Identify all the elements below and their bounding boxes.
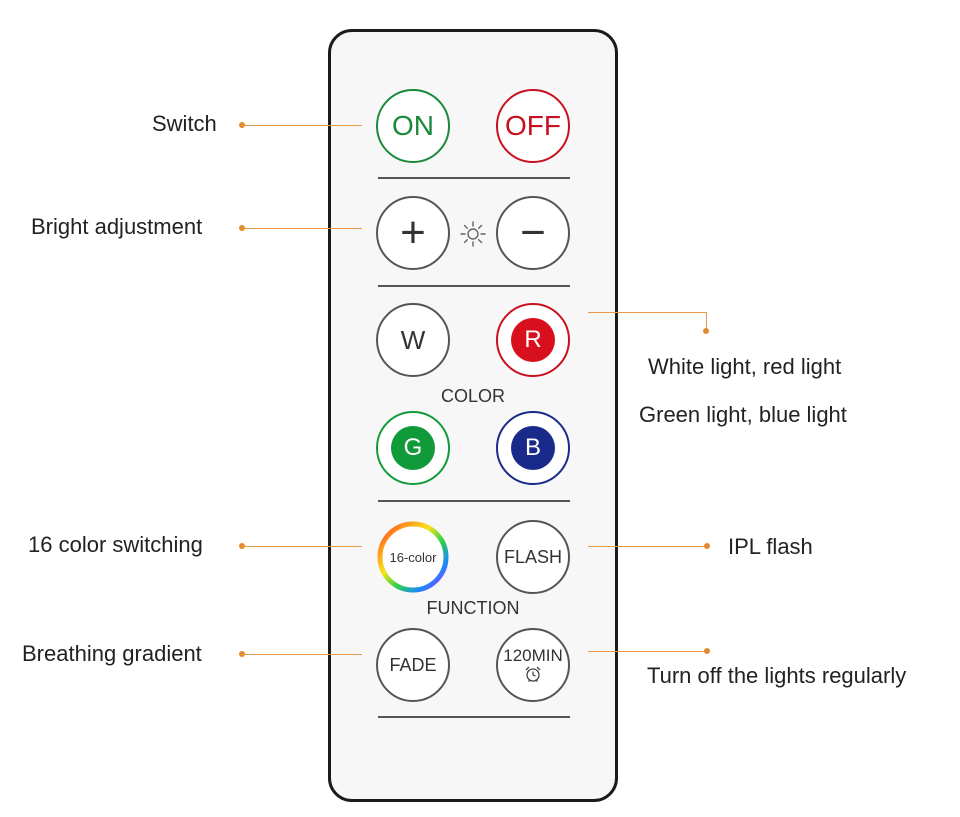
function-section-label: FUNCTION bbox=[426, 598, 520, 618]
blue-label: B bbox=[524, 434, 541, 461]
green-fill: G bbox=[391, 426, 435, 470]
on-button[interactable]: ON bbox=[376, 89, 450, 163]
callout-breathing-line bbox=[242, 654, 362, 655]
callout-sixteen-color-line bbox=[242, 546, 362, 547]
off-label: OFF bbox=[505, 110, 561, 141]
sun-icon bbox=[460, 221, 486, 247]
on-label: ON bbox=[392, 110, 434, 141]
fade-button[interactable]: FADE bbox=[376, 628, 450, 702]
red-label: R bbox=[524, 326, 542, 353]
blue-button[interactable]: B bbox=[496, 411, 570, 485]
rainbow-ring-icon bbox=[377, 521, 449, 593]
callout-switch-line bbox=[242, 125, 362, 126]
sixteen-color-label: 16-color bbox=[389, 549, 437, 565]
callout-timer-dot bbox=[704, 648, 710, 654]
divider-3 bbox=[378, 500, 570, 502]
callout-flash-dot bbox=[704, 543, 710, 549]
green-label: G bbox=[403, 434, 423, 461]
callout-color-vline bbox=[706, 312, 707, 330]
green-button[interactable]: G bbox=[376, 411, 450, 485]
callout-timer-line bbox=[588, 651, 706, 652]
sixteen-color-button[interactable]: 16-color bbox=[376, 520, 450, 594]
alarm-clock-icon bbox=[525, 666, 541, 683]
remote-control-body bbox=[328, 29, 618, 802]
callout-timer: Turn off the lights regularly bbox=[647, 663, 907, 688]
brightness-up-button[interactable]: + bbox=[376, 196, 450, 270]
callout-green-blue: Green light, blue light bbox=[639, 402, 847, 427]
callout-color-dot bbox=[703, 328, 709, 334]
off-button[interactable]: OFF bbox=[496, 89, 570, 163]
divider-1 bbox=[378, 177, 570, 179]
callout-bright-line bbox=[242, 228, 362, 229]
timer-label: 120MIN bbox=[503, 645, 563, 665]
brightness-down-button[interactable]: − bbox=[496, 196, 570, 270]
red-button[interactable]: R bbox=[496, 303, 570, 377]
color-section-label: COLOR bbox=[440, 386, 505, 406]
fade-label: FADE bbox=[389, 654, 437, 675]
callout-white-red: White light, red light bbox=[648, 354, 842, 379]
callout-breathing: Breathing gradient bbox=[22, 641, 202, 666]
callout-flash-line bbox=[588, 546, 706, 547]
blue-fill: B bbox=[511, 426, 555, 470]
white-button[interactable]: W bbox=[376, 303, 450, 377]
divider-4 bbox=[378, 716, 570, 718]
callout-color-line bbox=[588, 312, 706, 313]
flash-button[interactable]: FLASH bbox=[496, 520, 570, 594]
callout-bright: Bright adjustment bbox=[31, 214, 203, 239]
minus-label: − bbox=[520, 208, 546, 257]
red-fill: R bbox=[511, 318, 555, 362]
callout-ipl-flash: IPL flash bbox=[728, 534, 813, 559]
timer-button[interactable]: 120MIN bbox=[496, 628, 570, 702]
divider-2 bbox=[378, 285, 570, 287]
white-label: W bbox=[400, 324, 426, 355]
flash-label: FLASH bbox=[503, 546, 563, 567]
callout-sixteen-color: 16 color switching bbox=[28, 532, 203, 557]
plus-label: + bbox=[400, 208, 426, 257]
callout-switch: Switch bbox=[152, 111, 217, 136]
